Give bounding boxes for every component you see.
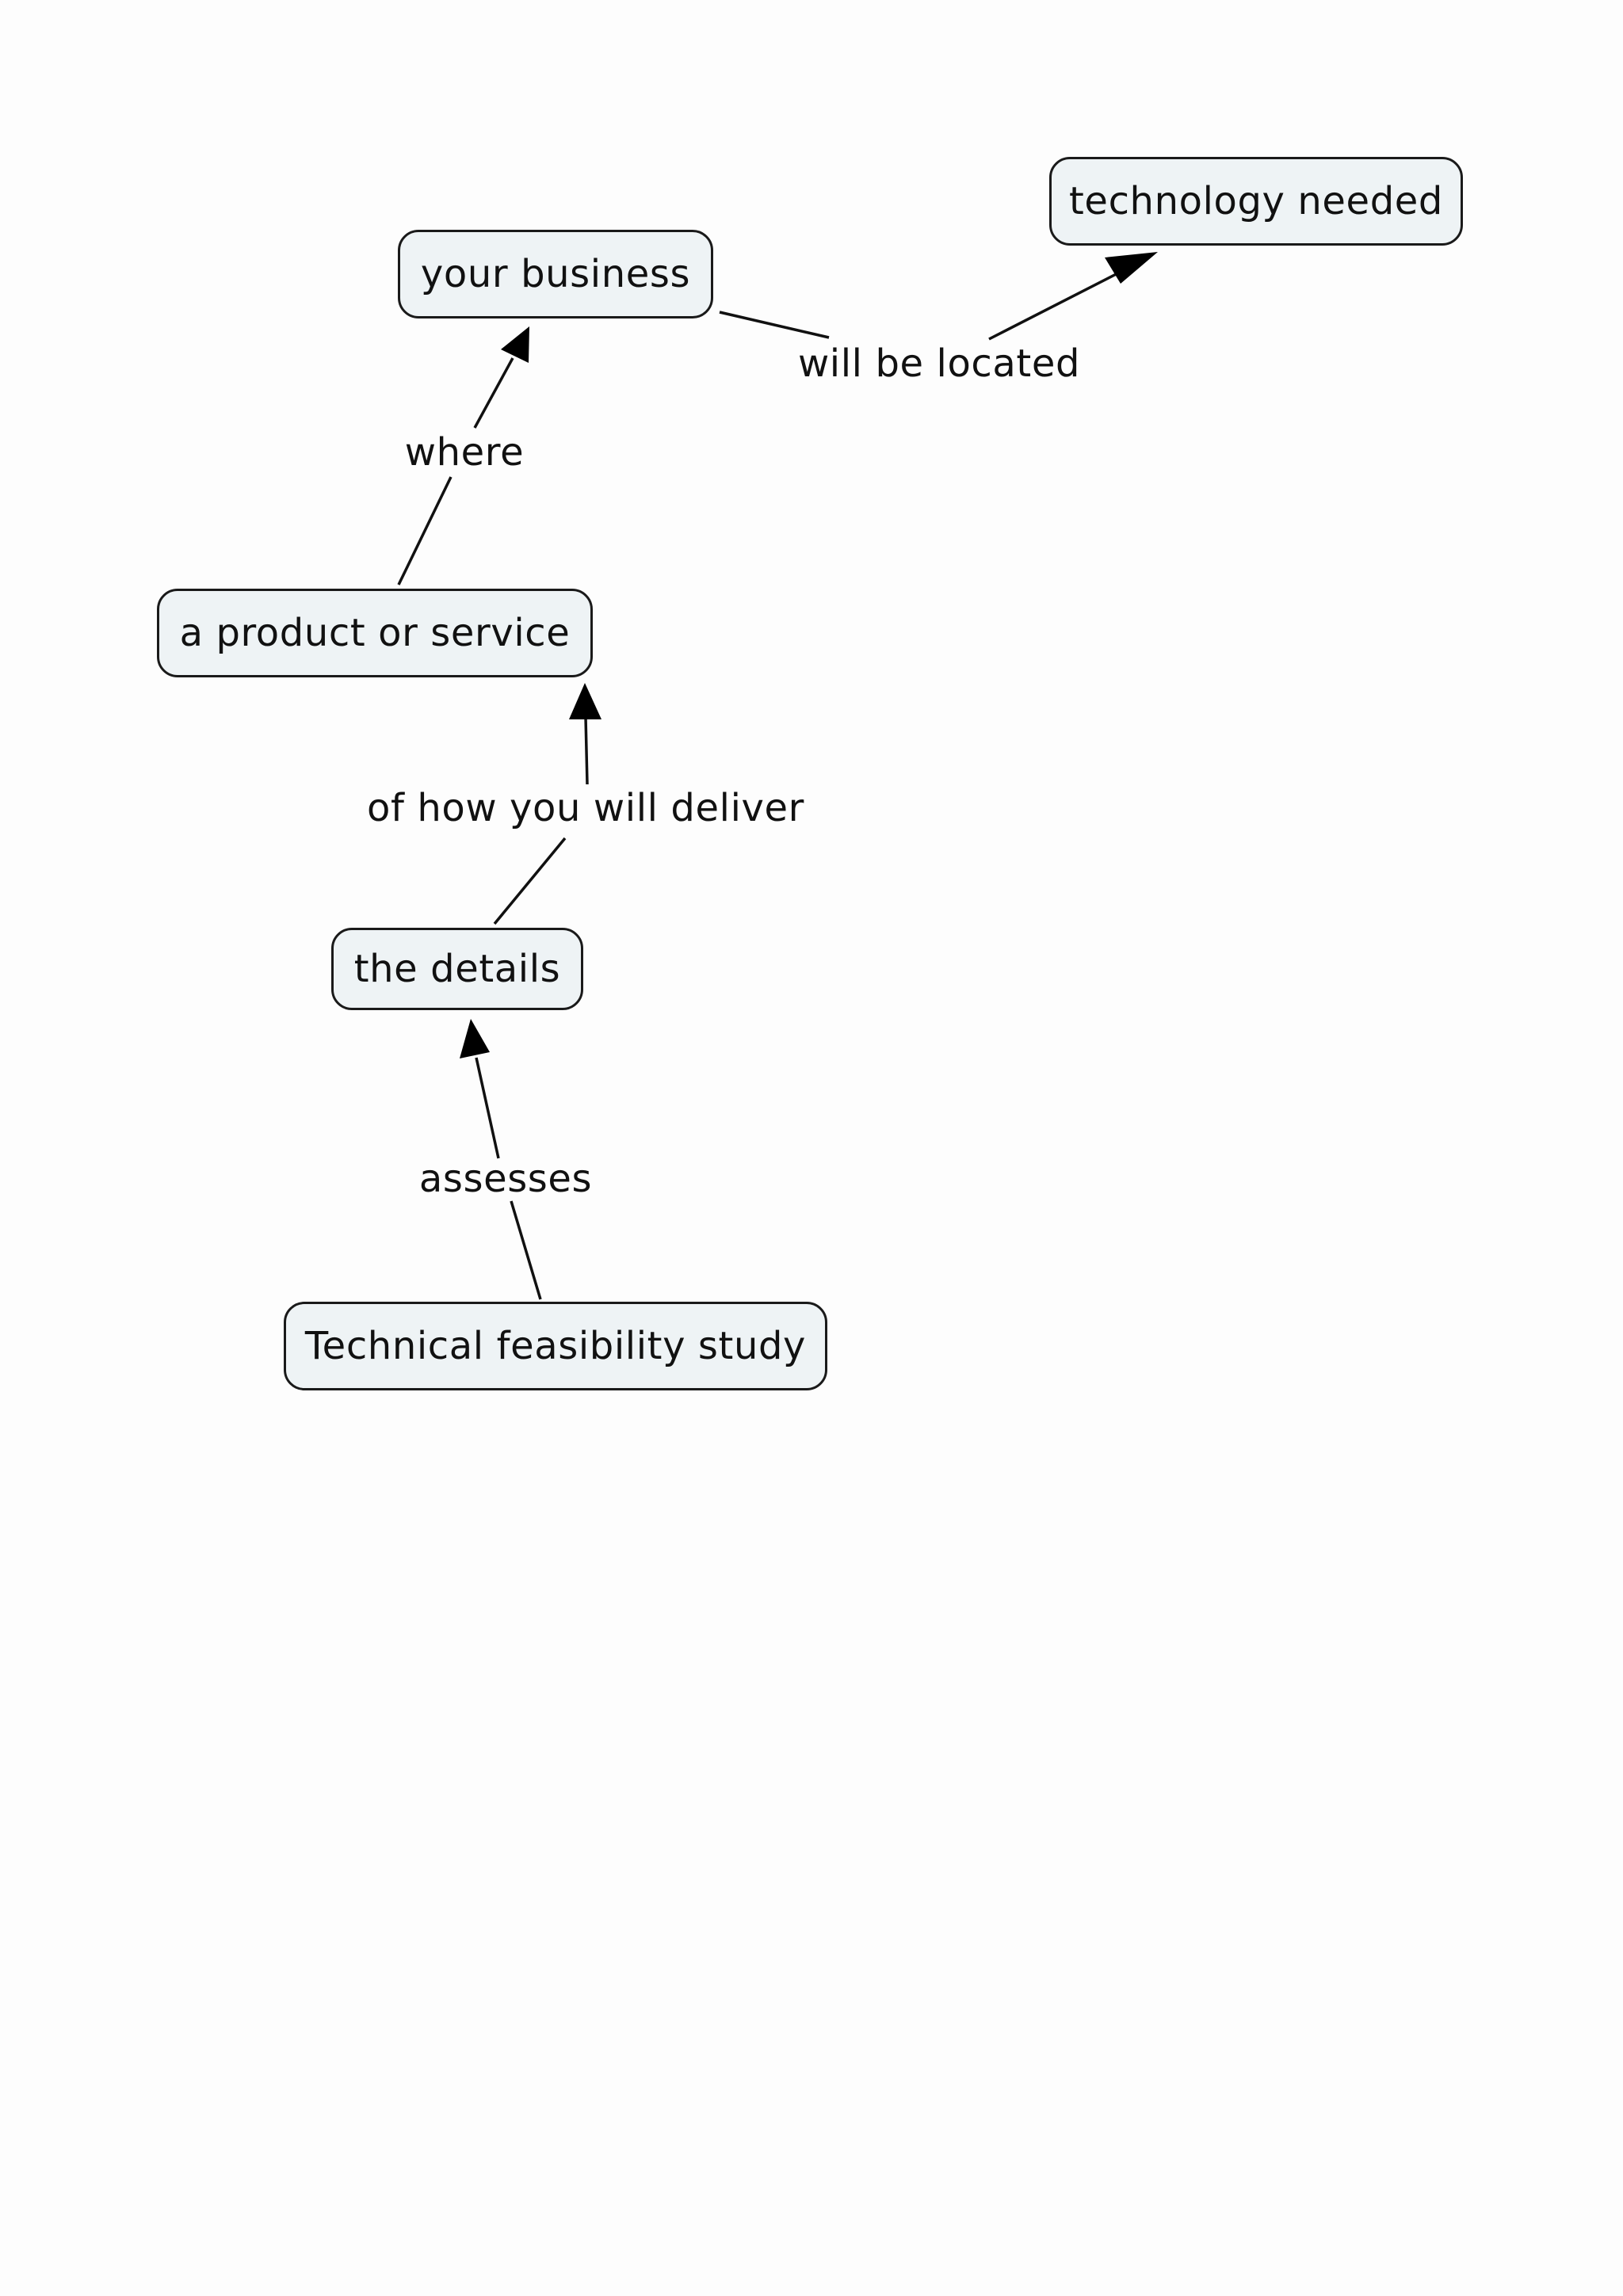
connector-business-to-located	[719, 311, 830, 339]
node-the-details-label: the details	[353, 947, 561, 991]
node-your-business[interactable]: your business	[398, 230, 713, 318]
link-label-will-be-located: will be located	[797, 341, 1081, 386]
node-technology-needed[interactable]: technology needed	[1049, 157, 1463, 246]
arrowhead-to-technology	[1105, 252, 1158, 284]
node-technical-feasibility-study-label: Technical feasibility study	[304, 1324, 807, 1368]
link-label-where: where	[404, 430, 525, 475]
arrowhead-to-product	[569, 683, 601, 719]
node-technical-feasibility-study[interactable]: Technical feasibility study	[284, 1302, 827, 1390]
node-product-or-service[interactable]: a product or service	[157, 589, 593, 677]
connector-study-to-assesses	[510, 1200, 542, 1300]
connector-product-to-where	[397, 476, 453, 585]
arrowhead-to-business	[501, 326, 529, 363]
link-label-assesses: assesses	[418, 1157, 593, 1201]
link-label-how-deliver: of how you will deliver	[367, 786, 804, 830]
connector-deliver-to-product	[584, 716, 589, 785]
node-your-business-label: your business	[420, 252, 691, 296]
node-technology-needed-label: technology needed	[1069, 179, 1443, 223]
arrowhead-to-details	[460, 1019, 490, 1058]
node-product-or-service-label: a product or service	[179, 611, 571, 655]
connector-details-to-deliver	[493, 837, 567, 925]
connector-located-to-technology	[988, 266, 1129, 341]
connector-assesses-to-details	[475, 1057, 500, 1159]
connector-where-to-business	[473, 357, 514, 429]
node-the-details[interactable]: the details	[331, 928, 583, 1010]
